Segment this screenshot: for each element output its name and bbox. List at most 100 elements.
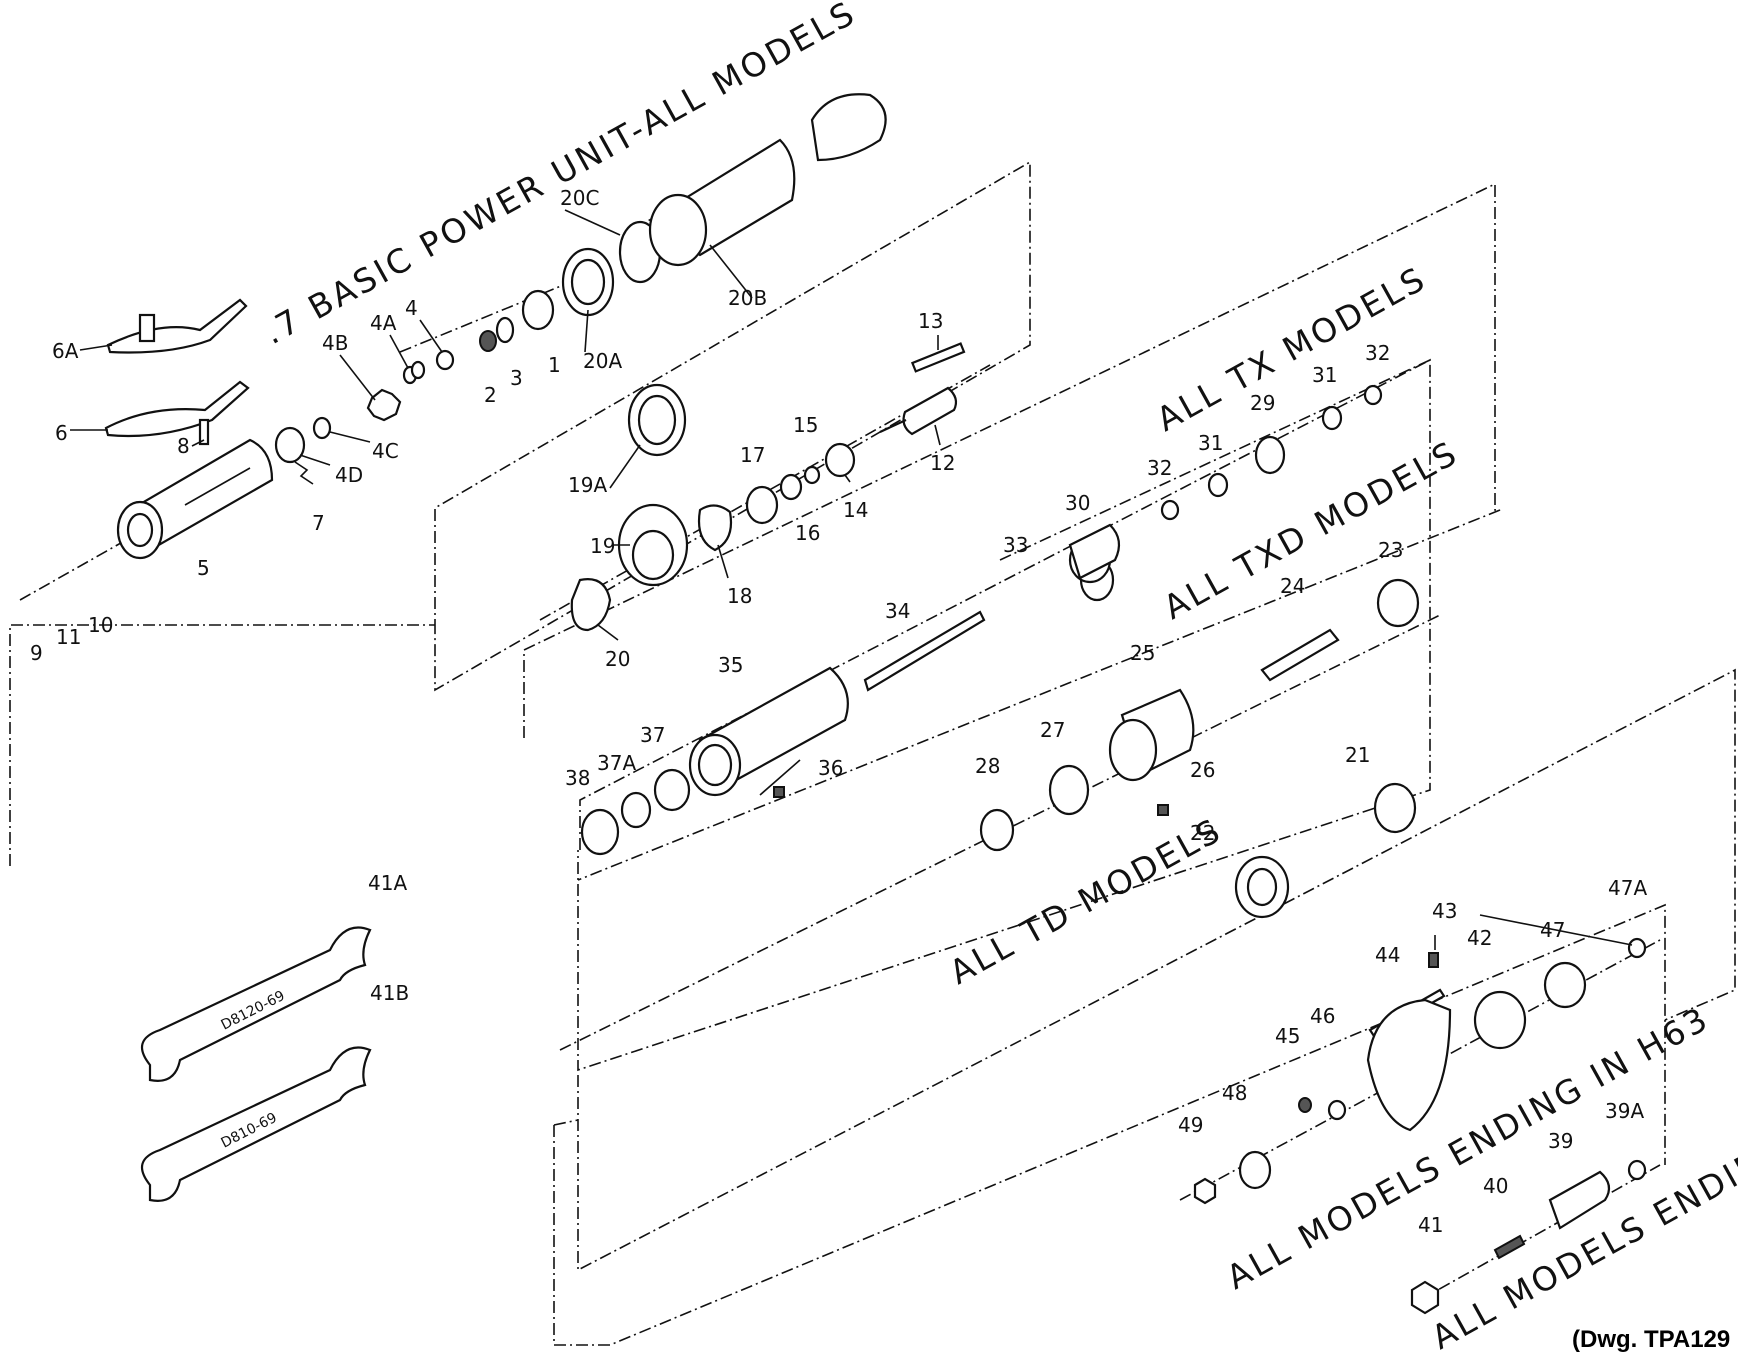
label-32: 32 xyxy=(1147,456,1172,480)
ring-32 xyxy=(1160,499,1180,521)
arbor-47 xyxy=(1543,961,1587,1009)
washer-4c xyxy=(312,416,332,440)
screw-43 xyxy=(1428,952,1439,968)
nut-31-upper xyxy=(1321,405,1343,431)
label-47a: 47A xyxy=(1608,876,1647,900)
label-37: 37 xyxy=(640,723,665,747)
screw-36 xyxy=(773,786,785,798)
ring-18 xyxy=(697,504,733,552)
label-19: 19 xyxy=(590,534,615,558)
label-39a: 39A xyxy=(1605,1099,1644,1123)
label-44: 44 xyxy=(1375,943,1400,967)
label-4: 4 xyxy=(405,296,418,320)
nut-31 xyxy=(1207,472,1229,498)
label-43: 43 xyxy=(1432,899,1457,923)
label-23: 23 xyxy=(1378,538,1403,562)
bearing-14 xyxy=(824,442,856,478)
label-29: 29 xyxy=(1250,391,1275,415)
label-41: 41 xyxy=(1418,1213,1443,1237)
bearing-4d xyxy=(274,426,306,464)
axis-ending xyxy=(1419,1164,1661,1301)
spindle-34 xyxy=(863,610,986,692)
washer-15 xyxy=(803,465,821,485)
frame-txd-models xyxy=(577,358,1431,1072)
label-49: 49 xyxy=(1178,1113,1203,1137)
label-28: 28 xyxy=(975,754,1000,778)
label-7: 7 xyxy=(312,511,325,535)
label-12: 12 xyxy=(930,451,955,475)
assembly-axes xyxy=(19,269,1661,1301)
label-31-upper: 31 xyxy=(1312,363,1337,387)
label-34: 34 xyxy=(885,599,910,623)
group-titles: .7 BASIC POWER UNIT-ALL MODELS ALL TX MO… xyxy=(257,0,1738,1357)
ring-32-upper xyxy=(1363,384,1383,406)
ring-3 xyxy=(495,316,515,344)
part-labels: 6A 6 8 4B 4A 4 4C 4D 7 5 9 11 10 2 3 1 2… xyxy=(30,186,1647,1237)
label-2: 2 xyxy=(484,383,497,407)
label-4a: 4A xyxy=(370,311,397,335)
seal-20 xyxy=(570,578,612,632)
label-24: 24 xyxy=(1280,574,1305,598)
bearing-27 xyxy=(1048,764,1090,816)
label-15: 15 xyxy=(793,413,818,437)
washer-16 xyxy=(779,473,803,501)
label-3: 3 xyxy=(510,366,523,390)
flange-42 xyxy=(1473,990,1527,1050)
label-13: 13 xyxy=(918,309,943,333)
label-48: 48 xyxy=(1222,1081,1247,1105)
bearing-17 xyxy=(745,485,779,525)
hose-20b xyxy=(647,93,887,267)
sleeve-23 xyxy=(1376,578,1420,628)
label-33: 33 xyxy=(1003,533,1028,557)
label-45: 45 xyxy=(1275,1024,1300,1048)
key-13 xyxy=(910,342,966,373)
label-30: 30 xyxy=(1065,491,1090,515)
label-42: 42 xyxy=(1467,926,1492,950)
housing-5 xyxy=(116,438,274,560)
spring-7 xyxy=(294,461,314,485)
bearing-37a xyxy=(620,791,652,829)
label-5: 5 xyxy=(197,556,210,580)
label-25: 25 xyxy=(1130,641,1155,665)
label-20: 20 xyxy=(605,647,630,671)
label-38: 38 xyxy=(565,766,590,790)
label-4d: 4D xyxy=(335,463,363,487)
guard-44 xyxy=(1366,998,1452,1132)
frame-tx-models xyxy=(523,182,1501,881)
collet-39 xyxy=(1548,1170,1611,1230)
spring-2 xyxy=(479,330,497,352)
label-4c: 4C xyxy=(372,439,399,463)
label-16: 16 xyxy=(795,521,820,545)
rotor-1 xyxy=(521,289,555,331)
title-txd-models: ALL TXD MODELS xyxy=(1157,433,1465,627)
label-26: 26 xyxy=(1190,758,1215,782)
label-4b: 4B xyxy=(322,331,348,355)
label-41b: 41B xyxy=(370,981,409,1005)
label-32-upper: 32 xyxy=(1365,341,1390,365)
shaft-12 xyxy=(902,386,958,436)
spindle-housing-35 xyxy=(688,666,849,797)
throttle-lever-6a xyxy=(106,298,248,354)
spring-4a xyxy=(402,360,426,385)
ring-38 xyxy=(580,808,620,856)
wrench-41a: D8120-69 xyxy=(140,926,372,1082)
nut-49 xyxy=(1193,1177,1217,1205)
label-47: 47 xyxy=(1540,918,1565,942)
label-21: 21 xyxy=(1345,743,1370,767)
label-40: 40 xyxy=(1483,1174,1508,1198)
screw-40 xyxy=(1493,1234,1526,1260)
housing-25 xyxy=(1108,688,1195,782)
label-20a: 20A xyxy=(583,349,622,373)
label-41a: 41A xyxy=(368,871,407,895)
label-6: 6 xyxy=(55,421,68,445)
washer-4 xyxy=(435,349,455,371)
label-6a: 6A xyxy=(52,339,79,363)
sleeve-29 xyxy=(1254,435,1286,475)
label-37a: 37A xyxy=(597,751,636,775)
label-11: 11 xyxy=(56,625,81,649)
label-39: 39 xyxy=(1548,1129,1573,1153)
label-36: 36 xyxy=(818,756,843,780)
pin-8 xyxy=(198,418,210,446)
part-graphics: D8120-69 D810-69 xyxy=(104,93,1647,1315)
